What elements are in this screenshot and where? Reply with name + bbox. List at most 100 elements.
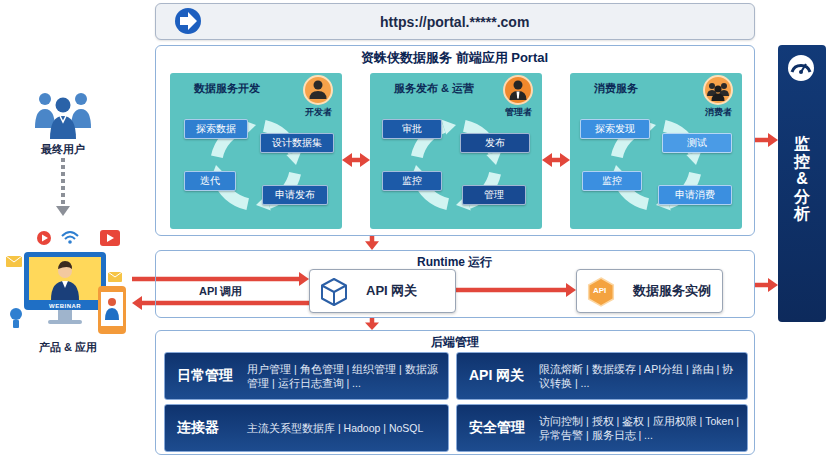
arrow-head [365, 241, 379, 250]
arrow-shaft [141, 301, 309, 306]
decor-circle [504, 76, 532, 104]
step-box: 设计数据集 [260, 133, 334, 153]
step-label: 探索发现 [595, 122, 635, 136]
decor-rect [48, 320, 82, 324]
figure-label: 最终用户 [41, 142, 85, 157]
text-slot: 探索数据 [196, 122, 236, 136]
runtime-label: API 网关 [366, 282, 417, 300]
decor-polygon [107, 234, 114, 242]
step-box: 迭代 [184, 171, 236, 191]
text-slot: API 网关 [366, 282, 417, 300]
text-slot: 连接器 [177, 419, 219, 437]
arrow-shaft [755, 283, 769, 288]
decor-rect [29, 257, 101, 300]
text-slot: 申请消费 [675, 188, 715, 202]
screen-caption: WEBINAR [49, 303, 81, 309]
step-label: 申请消费 [675, 188, 715, 202]
text-slot: 主流关系型数据库 | Hadoop | NoSQL [247, 421, 440, 435]
step-box: 申请消费 [658, 185, 732, 205]
text-slot: API [593, 287, 606, 295]
decor-path [322, 279, 346, 305]
text-slot: 监控 [602, 174, 622, 188]
decor-rect [98, 286, 126, 334]
role-label: 开发者 [305, 106, 332, 119]
decor-polygon [42, 235, 48, 242]
text-slot: WEBINAR [49, 303, 81, 309]
step-label: 设计数据集 [272, 136, 322, 150]
runtime-box: API 网关 [309, 269, 456, 313]
runtime-label: 数据服务实例 [633, 282, 711, 300]
text-slot: 开发者 [305, 106, 332, 119]
arrow-head [342, 153, 352, 167]
decor-circle [108, 298, 116, 306]
text-slot: 管理者 [505, 106, 532, 119]
decor-circle [37, 231, 51, 245]
decor-path [60, 116, 66, 122]
module-features: 限流熔断 | 数据缓存 | API分组 | 路由 | 协议转换 | ... [539, 362, 739, 390]
module-heading: 连接器 [177, 419, 219, 437]
module-heading: API 网关 [469, 367, 524, 385]
decor-circle [10, 308, 22, 320]
decor-rect [58, 310, 72, 320]
side-label: 监控&分析 [794, 135, 810, 223]
module-box: 日常管理用户管理 | 角色管理 | 组织管理 | 数据源管理 | 运行日志查询 … [164, 352, 449, 400]
section-title: 后端管理 [431, 334, 479, 351]
red-arrow [365, 318, 379, 330]
edge-label: API 调用 [196, 284, 245, 299]
step-box: 探索发现 [580, 119, 650, 139]
step-label: 探索数据 [196, 122, 236, 136]
url-bar: https://portal.*****.com [155, 3, 755, 40]
text-slot: API 网关 [469, 367, 524, 385]
decor-rect [24, 252, 106, 310]
decor-path [105, 308, 119, 320]
module-features: 用户管理 | 角色管理 | 组织管理 | 数据源管理 | 运行日志查询 | ..… [247, 362, 440, 390]
text-slot: https://portal.*****.com [380, 14, 529, 30]
decor-path [712, 94, 725, 102]
arrow-shaft [61, 158, 65, 207]
step-label: 监控 [402, 174, 422, 188]
step-box: 监控 [582, 171, 642, 191]
module-heading: 安全管理 [469, 419, 525, 437]
text-slot: 安全管理 [469, 419, 525, 437]
step-label: 申请发布 [275, 188, 315, 202]
decor-rect [6, 256, 22, 267]
decor-path [6, 256, 22, 262]
text-slot: 申请发布 [275, 188, 315, 202]
user-figure: 最终用户 [22, 84, 104, 158]
decor-path [108, 272, 122, 277]
module-features: 主流关系型数据库 | Hadoop | NoSQL [247, 421, 440, 435]
arrow-head [365, 323, 379, 330]
role-label: 管理者 [505, 106, 532, 119]
decor-path [58, 261, 72, 269]
text-slot: 访问控制 | 授权 | 鉴权 | 应用权限 | Token | 异常告警 | 服… [539, 414, 739, 442]
module-features: 访问控制 | 授权 | 鉴权 | 应用权限 | Token | 异常告警 | 服… [539, 414, 739, 442]
text-slot: 审批 [402, 122, 422, 136]
dashed-arrow [56, 158, 70, 216]
decor-circle [799, 70, 803, 74]
arrow-shaft [456, 288, 567, 293]
section-panel: 后端管理日常管理用户管理 | 角色管理 | 组织管理 | 数据源管理 | 运行日… [155, 330, 755, 455]
decor-circle [56, 98, 71, 113]
arrow-head [360, 153, 370, 167]
red-arrow [365, 236, 379, 250]
arrow-head [560, 153, 570, 167]
text-slot: 发布 [485, 136, 505, 150]
step-box: 探索数据 [184, 119, 248, 139]
decor-circle [514, 81, 523, 90]
text-slot: 用户管理 | 角色管理 | 组织管理 | 数据源管理 | 运行日志查询 | ..… [247, 362, 440, 390]
url-text: https://portal.*****.com [380, 14, 529, 30]
step-box: 发布 [460, 133, 530, 153]
decor-circle [714, 85, 721, 92]
decor-rect [13, 320, 19, 328]
text-slot: 资蛛侠数据服务 前端应用 Portal [361, 49, 548, 67]
decor-path [510, 91, 527, 100]
module-heading: 日常管理 [177, 367, 233, 385]
decor-circle [75, 93, 87, 105]
arrow-shaft [755, 138, 769, 143]
decor-path [517, 92, 520, 100]
arrow-head [768, 278, 778, 292]
red-arrow [542, 153, 570, 167]
app-illustration [4, 216, 132, 356]
stage-heading: 消费服务 [594, 81, 638, 96]
text-slot: 限流熔断 | 数据缓存 | API分组 | 路由 | 协议转换 | ... [539, 362, 739, 390]
